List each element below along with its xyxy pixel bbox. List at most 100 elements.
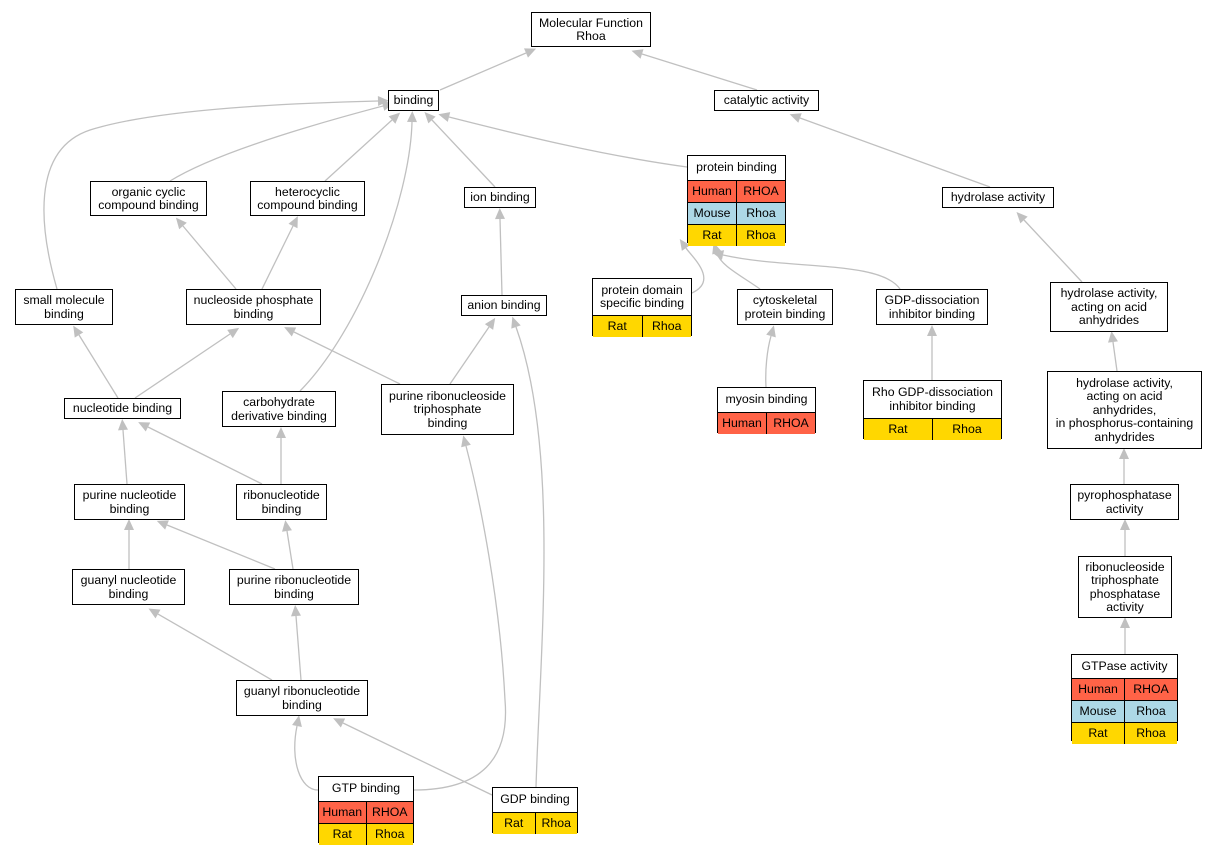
go-term-molecular-function[interactable]: Molecular Function Rhoa — [531, 12, 651, 47]
go-term-purine-ribonucleoside-triphosphate-binding[interactable]: purine ribonucleoside triphosphate bindi… — [381, 384, 514, 435]
go-term-anion-binding[interactable]: anion binding — [461, 295, 547, 316]
edge-arrowhead — [388, 112, 401, 124]
edge-arrowhead — [138, 422, 151, 432]
edge-arrowhead — [461, 435, 471, 448]
edge-guanyl-ribonucleotide-binding-to-guanyl-nucleotide-binding — [157, 613, 273, 681]
go-term-label: Rho GDP-dissociation inhibitor binding — [872, 385, 993, 413]
edge-protein-binding-to-binding — [448, 116, 688, 168]
edge-small-molecule-binding-to-binding — [43, 100, 379, 290]
go-term-label: pyrophosphatase activity — [1077, 488, 1172, 516]
edge-nucleotide-binding-to-nucleoside-phosphate-binding — [134, 333, 231, 399]
edge-arrowhead — [73, 325, 84, 338]
edge-gdp-binding-to-anion-binding — [515, 326, 545, 788]
edge-purine-ribonucleoside-triphosphate-binding-to-anion-binding — [449, 326, 490, 385]
go-term-label: Molecular Function Rhoa — [539, 15, 643, 43]
edge-arrowhead — [227, 327, 240, 339]
edge-arrowhead — [377, 96, 389, 106]
go-term-binding[interactable]: binding — [388, 90, 439, 111]
go-term-hydrolase-acid-anhydrides[interactable]: hydrolase activity, acting on acid anhyd… — [1050, 282, 1168, 332]
edge-arrowhead — [148, 608, 161, 619]
go-term-cytoskeletal-protein-binding[interactable]: cytoskeletal protein binding — [737, 289, 833, 325]
gene-cell: Rhoa — [641, 316, 692, 337]
species-cell: Rat — [607, 318, 627, 333]
species-cell: Rat — [702, 227, 722, 242]
go-term-hydrolase-phosphorus-anhydrides[interactable]: hydrolase activity, acting on acid anhyd… — [1047, 371, 1202, 449]
edge-arrowhead — [291, 605, 301, 617]
go-term-carbohydrate-derivative-binding[interactable]: carbohydrate derivative binding — [222, 391, 336, 427]
go-term-heterocyclic-compound-binding[interactable]: heterocyclic compound binding — [250, 181, 365, 216]
gene-cell: Rhoa — [932, 419, 1001, 440]
go-term-nucleoside-phosphate-binding[interactable]: nucleoside phosphate binding — [186, 289, 321, 325]
go-term-label: binding — [393, 93, 434, 108]
go-term-label: cytoskeletal protein binding — [744, 293, 826, 321]
edge-nucleoside-phosphate-binding-to-heterocyclic-compound-binding — [261, 225, 294, 290]
edge-arrowhead — [766, 325, 776, 338]
edge-arrowhead — [1120, 519, 1130, 530]
species-cell: Rat — [504, 815, 524, 830]
go-term-purine-ribonucleotide-binding[interactable]: purine ribonucleotide binding — [229, 569, 359, 605]
go-term-guanyl-nucleotide-binding[interactable]: guanyl nucleotide binding — [72, 569, 185, 605]
edge-arrowhead — [175, 217, 187, 230]
species-cell: Human — [692, 183, 732, 198]
edge-ion-binding-to-binding — [431, 119, 496, 188]
gene-cell: Rhoa — [534, 813, 578, 834]
edge-arrowhead — [511, 316, 521, 329]
go-term-guanyl-ribonucleotide-binding[interactable]: guanyl ribonucleotide binding — [236, 680, 368, 716]
go-term-ion-binding[interactable]: ion binding — [464, 187, 536, 208]
edge-arrowhead — [789, 113, 802, 123]
go-term-purine-nucleotide-binding[interactable]: purine nucleotide binding — [74, 484, 185, 520]
gene-cell: Rhoa — [1124, 723, 1177, 744]
edge-purine-ribonucleotide-binding-to-purine-nucleotide-binding — [166, 524, 276, 570]
go-term-ribonucleoside-triphosphate-phosphatase-activity[interactable]: ribonucleoside triphosphate phosphatase … — [1078, 556, 1172, 618]
edge-guanyl-ribonucleotide-binding-to-purine-ribonucleotide-binding — [295, 615, 302, 681]
edge-heterocyclic-compound-binding-to-binding — [324, 119, 393, 182]
go-term-label: purine ribonucleotide binding — [236, 573, 352, 601]
edge-ribonucleotide-binding-to-nucleotide-binding — [147, 426, 263, 485]
edge-arrowhead — [1119, 448, 1129, 459]
go-term-label: GTP binding — [331, 781, 401, 796]
go-term-organic-cyclic-compound-binding[interactable]: organic cyclic compound binding — [90, 181, 207, 216]
species-cell: Mouse — [1079, 703, 1117, 718]
edge-organic-cyclic-compound-binding-to-binding — [169, 105, 384, 182]
species-cell: Human — [722, 415, 762, 430]
go-term-label: organic cyclic compound binding — [98, 184, 199, 212]
edge-arrowhead — [524, 48, 537, 58]
go-term-label: heterocyclic compound binding — [257, 184, 358, 212]
edge-anion-binding-to-ion-binding — [499, 218, 503, 296]
go-term-catalytic-activity[interactable]: catalytic activity — [714, 90, 819, 111]
edge-arrowhead — [438, 112, 451, 122]
go-term-label: GTPase activity — [1081, 658, 1168, 673]
edge-arrowhead — [292, 715, 302, 727]
species-cell: Human — [1078, 681, 1118, 696]
go-term-label: hydrolase activity, acting on acid anhyd… — [1055, 375, 1194, 444]
go-term-hydrolase-activity[interactable]: hydrolase activity — [942, 187, 1054, 208]
go-term-ribonucleotide-binding[interactable]: ribonucleotide binding — [236, 484, 327, 520]
edge-nucleotide-binding-to-small-molecule-binding — [78, 334, 119, 399]
go-term-label: hydrolase activity — [950, 190, 1046, 205]
gene-cell: RHOA — [365, 802, 414, 823]
go-term-label: carbohydrate derivative binding — [231, 395, 327, 423]
go-term-label: hydrolase activity, acting on acid anhyd… — [1060, 286, 1158, 328]
go-term-gdp-dissociation-inhibitor-binding[interactable]: GDP-dissociation inhibitor binding — [876, 289, 988, 325]
go-term-pyrophosphatase-activity[interactable]: pyrophosphatase activity — [1070, 484, 1179, 520]
go-term-label: nucleotide binding — [72, 401, 173, 416]
gene-cell: Rhoa — [736, 203, 785, 224]
go-term-label: purine nucleotide binding — [82, 488, 177, 516]
go-term-nucleotide-binding[interactable]: nucleotide binding — [64, 398, 181, 419]
species-cell: Rat — [1088, 725, 1108, 740]
go-term-label: nucleoside phosphate binding — [193, 293, 314, 321]
go-term-small-molecule-binding[interactable]: small molecule binding — [15, 289, 113, 325]
